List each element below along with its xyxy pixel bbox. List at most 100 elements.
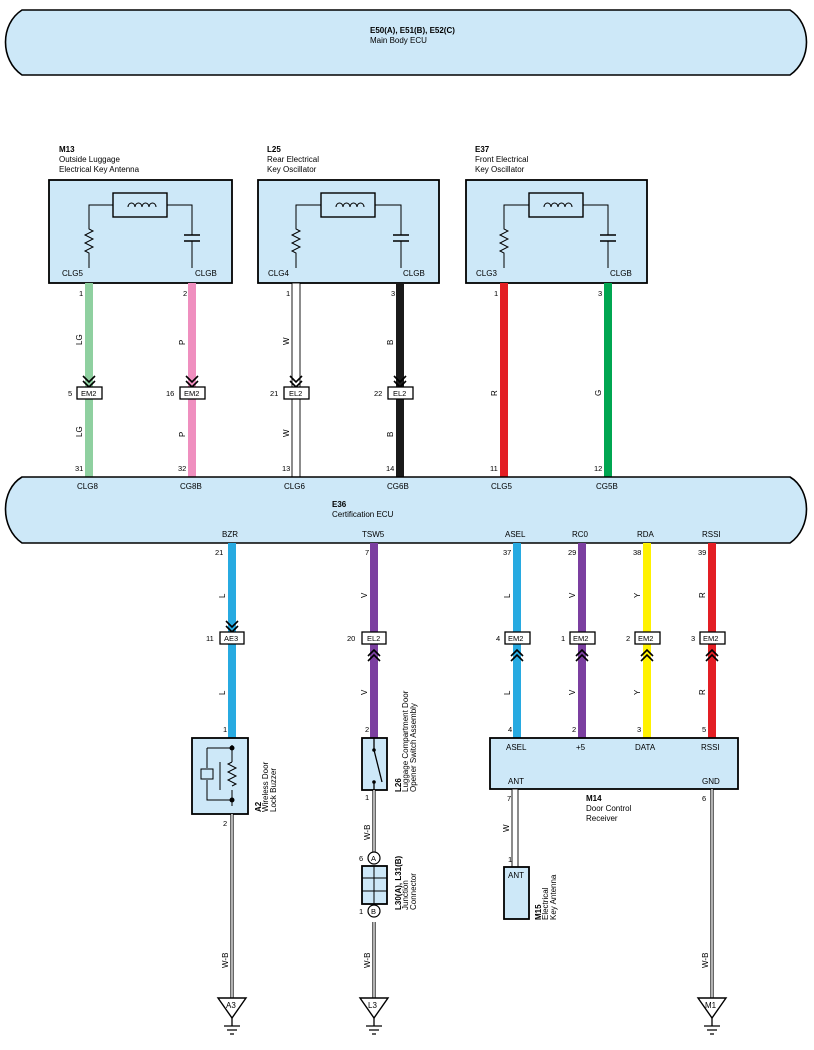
wire-segment: [513, 644, 521, 738]
ground-a3: A3: [216, 997, 248, 1035]
ecu-terminal-label: CLG8: [77, 482, 98, 491]
ecu-terminal-label: CLG5: [491, 482, 512, 491]
junction-b-label: B: [371, 907, 376, 916]
internal-wiring: [290, 204, 402, 268]
connector-pin: 4: [496, 634, 500, 643]
wire-segment: [708, 543, 716, 632]
connector-box: [699, 631, 726, 645]
junction-connector: A B 6 1 L30(A), L31(B) Junction Connecto…: [359, 851, 418, 918]
junction-code: L30(A), L31(B): [394, 855, 403, 910]
pin-number: 1: [223, 725, 227, 734]
oscillator-box: [48, 179, 233, 284]
lower-wire-tsw5: [370, 543, 378, 738]
capacitor-icon: [393, 234, 409, 242]
oscillator-box: [465, 179, 648, 284]
ecu-terminal-label: RSSI: [702, 530, 721, 539]
ground-icon: [224, 1018, 240, 1035]
switch-name-line2: Opener Switch Assembly: [409, 703, 418, 792]
pin-number: 2: [183, 289, 187, 298]
wire-color-code: W: [282, 429, 291, 437]
wire-segment: [513, 543, 521, 632]
connector-pin: 11: [206, 634, 214, 643]
main-body-ecu-band: [4, 9, 808, 76]
ecu-terminal-label: TSW5: [362, 530, 385, 539]
oscillator-code: M13: [59, 145, 75, 154]
wire-segment: [291, 398, 301, 478]
oscillator-name-line2: Key Oscillator: [475, 165, 525, 174]
wire-color-code: B: [386, 432, 395, 437]
wire-color-code: Y: [633, 592, 642, 598]
ground-triangle: [696, 997, 728, 1020]
pin-number: 2: [223, 819, 227, 828]
pin-number: 3: [637, 725, 641, 734]
wire-color-code: W-B: [363, 825, 372, 840]
oscillator-name-line1: Rear Electrical: [267, 155, 319, 164]
ground-icon: [704, 1018, 720, 1035]
ecu-terminal-label: RC0: [572, 530, 589, 539]
connector-code: EM2: [184, 389, 199, 398]
ecu-terminal-label: RDA: [637, 530, 655, 539]
wire-color-code: V: [360, 592, 369, 598]
antenna-name-line2: Key Antenna: [549, 874, 558, 920]
ecu-top-pin: 13: [282, 464, 290, 473]
certification-ecu-name: Certification ECU: [332, 510, 394, 519]
connector-box: [387, 386, 414, 400]
upper-wire-p: [188, 283, 196, 477]
terminal-right-label: CLGB: [195, 269, 217, 278]
inline-connector-ae3: AE3 11: [206, 620, 245, 645]
wire-color-code: W-B: [363, 953, 372, 968]
connector-box: [179, 386, 206, 400]
switch-code: L26: [394, 778, 403, 792]
receiver-m14: ASEL +5 DATA RSSI ANT GND M14 Door Contr…: [489, 737, 739, 823]
connector-pin: 2: [626, 634, 630, 643]
connector-chevron-icon: [367, 648, 381, 662]
wire-segment: [370, 543, 378, 632]
connector-chevron-icon: [640, 648, 654, 662]
pin-number: 1: [286, 289, 290, 298]
terminal-right-label: CLGB: [403, 269, 425, 278]
connector-chevron-icon: [705, 648, 719, 662]
wire-color-code: L: [218, 690, 227, 695]
antenna-code: M15: [534, 904, 543, 920]
ground-l3: L3: [358, 997, 390, 1035]
wire-color-code: L: [503, 593, 512, 598]
ecu-top-pin: 12: [594, 464, 602, 473]
wire-segment: [578, 543, 586, 632]
certification-ecu-band: [4, 476, 808, 544]
ecu-terminal-label: ASEL: [505, 530, 526, 539]
connector-code: EL2: [367, 634, 380, 643]
pin-number: 4: [508, 725, 512, 734]
lower-wire-rssi: [708, 543, 716, 738]
terminal-left-label: CLG5: [62, 269, 83, 278]
connector-box: [76, 386, 103, 400]
receiver-terminal: ASEL: [506, 743, 527, 752]
ecu-bottom-pin: 21: [215, 548, 223, 557]
ecu-bottom-pin: 39: [698, 548, 706, 557]
internal-wiring: [498, 204, 609, 268]
capacitor-icon: [184, 234, 200, 242]
connector-code: EM2: [81, 389, 96, 398]
wire-segment: [708, 644, 716, 738]
antenna-m15: ANT M15 Electrical Key Antenna: [503, 866, 558, 920]
ground-label: L3: [368, 1001, 377, 1010]
inline-connector-em2: EM2 5: [68, 375, 103, 400]
pin-number: 6: [359, 854, 363, 863]
ground-icon: [366, 1018, 382, 1035]
pin-number: 5: [702, 725, 706, 734]
wire-color-code: R: [490, 390, 499, 396]
wire-segment: [578, 644, 586, 738]
inline-connector-em2: EM2 1: [561, 631, 596, 662]
antenna-wire: [511, 788, 519, 868]
ecu-bottom-pin: 29: [568, 548, 576, 557]
wire-color-code: V: [568, 592, 577, 598]
wire-color-code: P: [178, 432, 187, 437]
certification-ecu-code: E36: [332, 500, 347, 509]
wire-color-code: R: [698, 689, 707, 695]
receiver-terminal: +5: [576, 743, 586, 752]
coil-winding: [127, 202, 157, 208]
ecu-terminal-label: BZR: [222, 530, 238, 539]
pin-number: 1: [494, 289, 498, 298]
lower-wire-bzr: [228, 543, 236, 738]
wire-color-code: W-B: [221, 953, 230, 968]
wire-segment: [643, 644, 651, 738]
